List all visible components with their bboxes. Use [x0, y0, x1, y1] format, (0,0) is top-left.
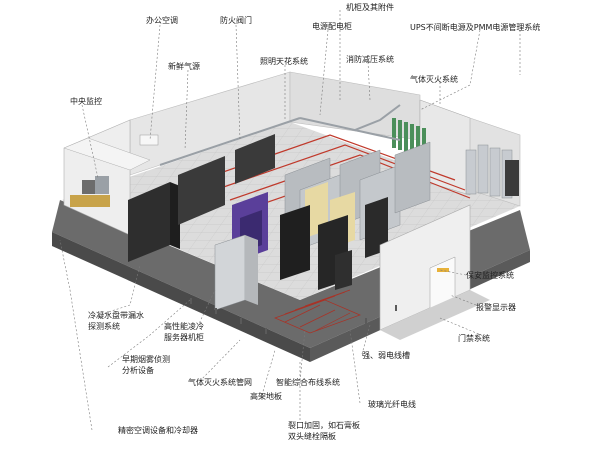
label-hpc-1: 高性能凌冷: [164, 322, 204, 331]
label-gas-fire-extinguish: 气体灭火系统: [410, 75, 458, 84]
label-smoke-detect-1: 早期烟雾侦测: [122, 355, 170, 364]
label-integrated-cabling: 智能综合布线系统: [276, 378, 340, 387]
label-security-monitor: 保安监控系统: [466, 271, 514, 280]
floor-pedestals: [190, 298, 397, 334]
label-floor-reinforce-1: 裂口加固，如石膏板: [288, 421, 360, 430]
label-ups-pmm: UPS不间断电源及PMM电源管理系统: [410, 23, 541, 32]
label-fiber-glass: 玻璃光纤电线: [368, 400, 416, 409]
label-condensate-leak-2: 探测系统: [88, 322, 120, 331]
label-fire-depressurize: 消防减压系统: [346, 55, 394, 64]
label-alarm-display: 报警显示器: [476, 303, 516, 312]
office-room: [63, 119, 159, 236]
label-hpc-2: 服务器机柜: [164, 333, 204, 342]
hpc-cabinet: [214, 234, 258, 311]
label-smoke-detect-2: 分析设备: [122, 366, 154, 375]
label-raised-floor: 高架地板: [250, 392, 282, 401]
left-ac-units: [128, 134, 275, 262]
security-room: [379, 204, 490, 340]
label-cabinet-accessories: 机柜及其附件: [346, 3, 394, 12]
label-lighting-ceiling: 照明天花系统: [260, 57, 308, 66]
label-gas-fire-pipe: 气体灭火系统管网: [188, 378, 252, 387]
label-office-ac: 办公空调: [146, 16, 178, 25]
label-floor-reinforce-2: 双头缝栓隔板: [288, 432, 336, 441]
label-fire-valve: 防火阀门: [220, 16, 252, 25]
label-precision-ac: 精密空调设备和冷却器: [118, 426, 198, 435]
label-strong-weak-trough: 强、弱电线槽: [362, 351, 410, 360]
label-condensate-leak-1: 冷凝水盘带漏水: [88, 311, 144, 320]
ups-room: [392, 99, 519, 199]
label-central-monitor: 中央监控: [70, 97, 102, 106]
label-fresh-air: 新鲜气源: [168, 62, 200, 71]
leader-lines: [59, 10, 521, 431]
underfloor-grid: [274, 289, 361, 334]
label-power-cabinet: 电源配电柜: [312, 22, 352, 31]
label-access-control: 门禁系统: [458, 334, 490, 343]
server-racks: [232, 141, 431, 290]
ceiling-ducts: [159, 104, 401, 166]
